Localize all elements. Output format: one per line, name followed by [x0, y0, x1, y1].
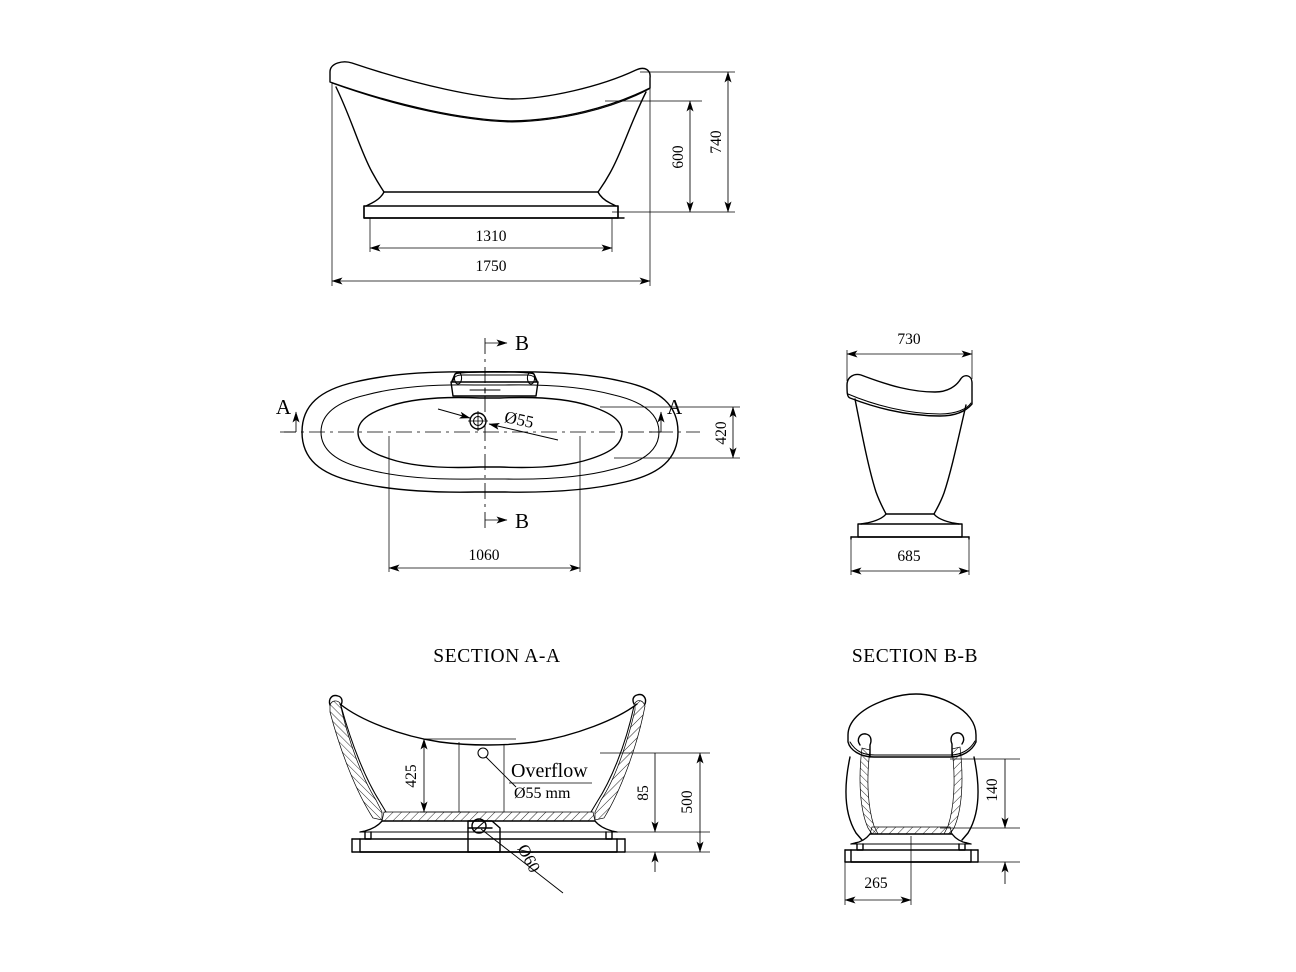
dim-label-600: 600	[670, 145, 687, 169]
section-aa-rim-lip-left	[328, 694, 343, 706]
side-foot-left-flare	[860, 513, 887, 525]
section-bb-outer-right	[961, 756, 979, 841]
tub-foot-left-flare	[365, 191, 385, 207]
view-plan: Ø55 A A B B 1060 420	[276, 331, 740, 572]
section-aa-waste-circle	[471, 818, 487, 834]
section-bb-right-wall-hatch	[943, 746, 963, 835]
dim-label-85: 85	[635, 785, 652, 801]
section-aa-inner-left-profile	[340, 705, 387, 813]
dim-label-140: 140	[984, 778, 1001, 802]
dim-label-265: 265	[864, 875, 888, 892]
tub-body-left-front	[335, 86, 385, 193]
section-bb-shell-inner-line	[849, 740, 976, 756]
plinth-upper-sides	[363, 205, 619, 219]
plan-leader-left	[437, 408, 471, 419]
dim-label-685: 685	[897, 548, 921, 565]
section-aa-foot-left	[359, 820, 383, 833]
plan-outer-outline	[301, 371, 679, 493]
plan-inner-bowl-contour	[357, 396, 623, 469]
plinth-upper-front	[363, 205, 619, 219]
section-bb-plinth-wing-edges	[844, 849, 979, 863]
plan-tap-knob-right	[526, 371, 536, 385]
side-rim-band	[846, 373, 973, 417]
section-bb-outer-left	[845, 756, 863, 841]
plan-tap-ledge-outer	[451, 371, 538, 382]
dim-label-740: 740	[708, 130, 725, 154]
view-side-elevation: 730 685	[846, 331, 973, 575]
dim-label-1750: 1750	[476, 258, 507, 275]
section-aa-plinth-notch-left	[364, 831, 372, 840]
section-bb-foot-right	[951, 833, 972, 845]
view-section-bb: SECTION B-B 140	[844, 646, 1020, 905]
section-aa-inner-right-profile	[590, 705, 635, 813]
side-foot-right-flare	[933, 513, 960, 525]
section-aa-waste-dia-label: Ø60	[514, 841, 545, 876]
section-bb-top-shell	[847, 693, 977, 758]
tub-rim-front	[329, 61, 651, 122]
plan-tap-knob-left	[453, 371, 463, 385]
tub-body-right-front	[597, 91, 647, 193]
section-aa-overflow-size-label: Ø55 mm	[514, 785, 571, 802]
section-mark-b-bottom-label: B	[515, 509, 529, 533]
tub-rim-inner-line-front	[331, 82, 650, 123]
section-aa-overflow-circle	[477, 747, 489, 759]
section-aa-left-wall-hatch	[329, 700, 383, 821]
section-aa-rim-lip-right	[632, 693, 647, 705]
side-body-left	[854, 398, 887, 515]
section-aa-waste-leader	[480, 828, 564, 894]
dim-label-420: 420	[713, 421, 730, 445]
section-aa-floor-hatch	[381, 811, 596, 822]
section-bb-lip-right	[950, 732, 965, 758]
tub-foot-right-flare	[597, 191, 617, 207]
section-aa-overflow-leader	[485, 756, 517, 788]
section-bb-plinth-notch-left	[856, 843, 864, 851]
section-aa-plinth-wing-edges	[351, 838, 626, 853]
section-bb-lip-left	[857, 733, 872, 758]
plan-tap-block	[450, 381, 539, 397]
section-aa-right-wall-hatch	[594, 700, 646, 821]
dim-label-425: 425	[403, 764, 420, 788]
side-plinth-upper	[857, 523, 963, 538]
section-aa-plinth-notch-right	[605, 831, 613, 840]
dim-label-1310: 1310	[476, 228, 507, 245]
plan-rim-contour	[320, 384, 660, 480]
dim-label-1060: 1060	[469, 547, 500, 564]
dim-label-500: 500	[679, 790, 696, 814]
view-section-aa: SECTION A-A Ø60	[328, 646, 710, 894]
plan-tap-ledge-inner	[452, 374, 537, 383]
section-aa-title: SECTION A-A	[433, 646, 560, 667]
section-bb-title: SECTION B-B	[852, 646, 978, 667]
section-aa-plinth-upper	[359, 838, 618, 853]
section-aa-foot-right	[594, 820, 618, 833]
dim-label-730: 730	[897, 331, 921, 348]
section-mark-a-left-label: A	[276, 395, 292, 419]
section-aa-interior-top-curve	[339, 703, 638, 746]
plan-waste-crosshair	[468, 411, 488, 431]
side-body-right	[933, 404, 967, 515]
section-bb-foot-left	[850, 833, 871, 845]
view-front-elevation: 1310 1750 740 600	[329, 61, 735, 286]
section-aa-waste-block	[467, 820, 501, 853]
section-mark-b-top-label: B	[515, 331, 529, 355]
section-bb-plinth-notch-right	[958, 843, 966, 851]
section-bb-left-wall-hatch	[859, 747, 879, 835]
section-bb-floor-hatch	[869, 826, 953, 835]
section-aa-waste-slash	[473, 820, 486, 832]
section-aa-overflow-label: Overflow	[511, 760, 588, 782]
